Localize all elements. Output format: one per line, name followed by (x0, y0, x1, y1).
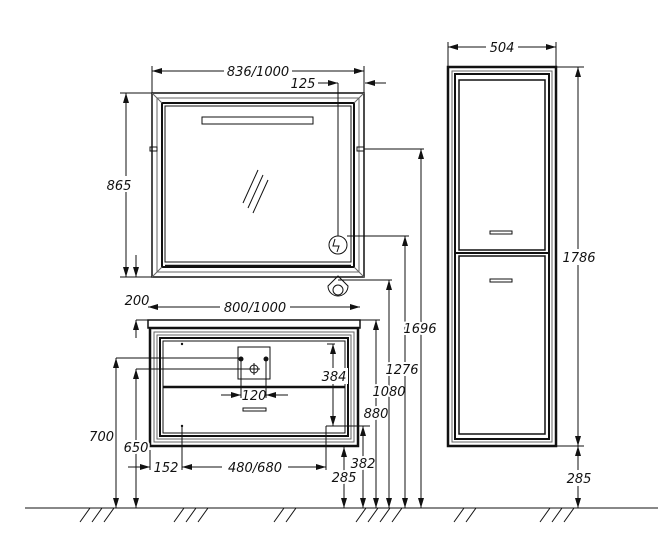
mirror-offset-dimension: 125 (291, 77, 386, 236)
tap-spacing-dimension: 120 (221, 359, 288, 404)
mirror (149, 92, 365, 278)
svg-text:700: 700 (89, 430, 114, 445)
svg-text:504: 504 (490, 41, 515, 56)
svg-text:1080: 1080 (372, 385, 405, 400)
svg-text:200: 200 (125, 294, 150, 309)
svg-text:120: 120 (242, 389, 267, 404)
height-1276-dimension: 1276 (347, 235, 421, 508)
svg-text:1786: 1786 (562, 251, 595, 266)
cabinet-height-dimension: 1786 (556, 66, 596, 447)
height-700-dimension: 700 (89, 357, 241, 508)
socket-icon (328, 235, 348, 255)
mirror-width-dimension: 836/1000 (151, 65, 365, 93)
cabinet-floor-gap-dimension: 285 (566, 446, 592, 508)
upper-door-handle (489, 230, 513, 235)
svg-text:125: 125 (291, 77, 316, 92)
glass-hatch-icon (242, 169, 269, 214)
vanity-width-dimension: 800/1000 200 (125, 294, 360, 338)
svg-text:285: 285 (567, 472, 592, 487)
svg-text:1696: 1696 (403, 322, 436, 337)
height-880-dimension: 880 (360, 319, 390, 508)
drawer-handle (242, 407, 267, 412)
height-650-dimension: 650 (122, 368, 254, 508)
cabinet-width-dimension: 504 (447, 41, 557, 67)
svg-text:836/1000: 836/1000 (227, 65, 289, 80)
svg-text:152: 152 (154, 461, 179, 476)
svg-text:384: 384 (322, 370, 347, 385)
vanity-unit (147, 319, 361, 448)
mirror-height-dimension: 865 (106, 92, 152, 278)
height-1696-dimension: 1696 (364, 148, 439, 508)
svg-text:1276: 1276 (385, 363, 418, 378)
svg-text:650: 650 (124, 441, 149, 456)
tap-hole-box (237, 346, 271, 380)
svg-text:480/680: 480/680 (228, 461, 282, 476)
tall-cabinet (446, 65, 558, 448)
hole-spacing-dimension: 480/680 152 (128, 426, 327, 476)
height-1080-dimension: 1080 (338, 279, 408, 508)
svg-text:285: 285 (332, 471, 357, 486)
water-outlet-icon (327, 275, 349, 297)
svg-text:865: 865 (107, 179, 132, 194)
height-382-dimension: 382 (326, 425, 377, 508)
height-285-dimension: 285 (330, 447, 358, 508)
mirror-light-bar (201, 116, 314, 125)
lower-door-handle (489, 278, 513, 283)
svg-text:880: 880 (364, 407, 389, 422)
drawer-height-dimension: 384 (320, 343, 348, 426)
svg-text:800/1000: 800/1000 (224, 301, 286, 316)
svg-text:382: 382 (351, 457, 376, 472)
floor-line (25, 507, 658, 523)
